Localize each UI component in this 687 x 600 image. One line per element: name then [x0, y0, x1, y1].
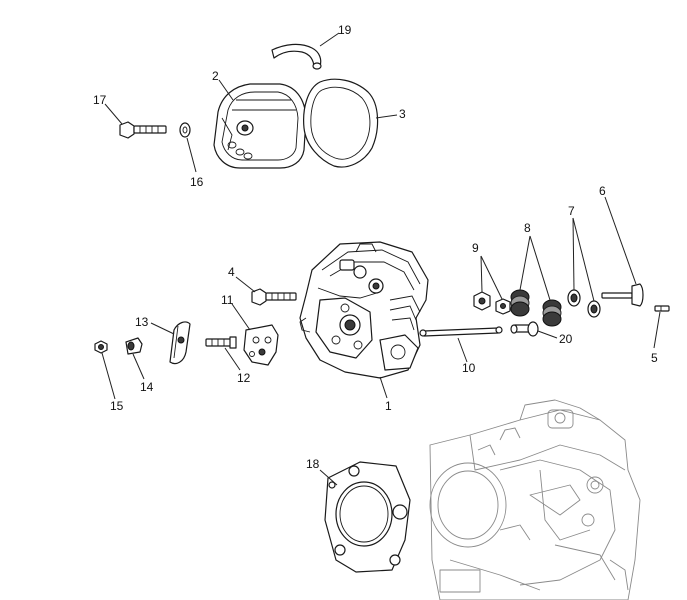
callout-17: 17 — [93, 93, 107, 107]
callout-2: 2 — [212, 69, 219, 83]
part-13-rocker-arm — [169, 321, 191, 365]
part-18-head-gasket — [324, 461, 411, 573]
engine-block-background — [429, 399, 641, 600]
part-3-cover-gasket — [303, 78, 379, 168]
part-20-tappet — [510, 321, 539, 337]
part-17-cover-bolt — [119, 121, 167, 139]
callout-16: 16 — [190, 175, 204, 189]
callout-20: 20 — [559, 332, 573, 346]
part-1-cylinder-head — [299, 241, 429, 379]
callout-3: 3 — [399, 107, 406, 121]
callout-14: 14 — [140, 380, 154, 394]
callout-15: 15 — [110, 399, 124, 413]
callout-labels: 19 2 3 17 16 4 11 12 13 14 15 1 10 9 8 7… — [93, 23, 658, 471]
callout-6: 6 — [599, 184, 606, 198]
callout-11: 11 — [221, 293, 234, 307]
part-4-head-bolt — [251, 288, 297, 306]
part-16-washer — [179, 122, 191, 138]
part-2-valve-cover — [213, 83, 307, 169]
callout-7: 7 — [568, 204, 575, 218]
callout-19: 19 — [338, 23, 352, 37]
part-8-valve-springs — [510, 289, 562, 327]
part-10-push-rod — [419, 326, 503, 337]
part-15-nut — [94, 340, 108, 354]
callout-13: 13 — [135, 315, 149, 329]
callout-8: 8 — [524, 221, 531, 235]
callout-12: 12 — [237, 371, 251, 385]
callout-18: 18 — [306, 457, 320, 471]
callout-4: 4 — [228, 265, 235, 279]
callout-9: 9 — [472, 241, 479, 255]
leader-lines — [101, 32, 661, 486]
part-19-breather-tube — [271, 43, 322, 70]
callout-10: 10 — [462, 361, 476, 375]
part-5-valve-guide — [654, 305, 670, 312]
part-9-valve-keepers — [473, 291, 511, 315]
part-6-valve — [601, 283, 644, 307]
part-14-pivot — [125, 337, 143, 355]
callout-1: 1 — [385, 399, 392, 413]
part-11-bracket — [243, 324, 279, 366]
part-7-spring-retainers — [567, 289, 601, 318]
part-12-stud — [205, 336, 237, 349]
callout-5: 5 — [651, 351, 658, 365]
